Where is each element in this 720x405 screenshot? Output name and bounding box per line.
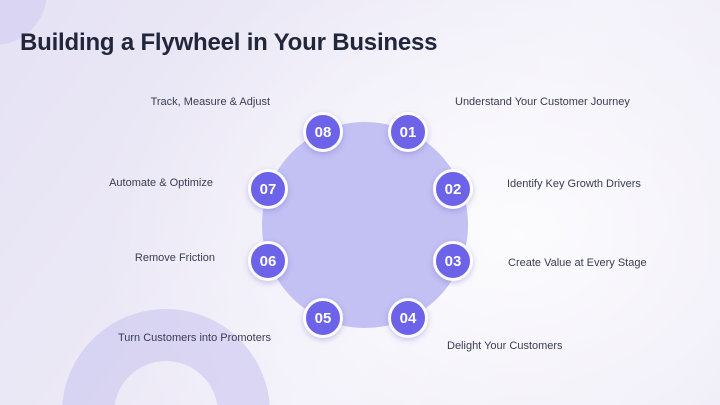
node-number: 01 bbox=[399, 123, 417, 141]
flywheel-node-07: 07 bbox=[248, 169, 288, 209]
flywheel-label-06: Remove Friction bbox=[134, 252, 215, 264]
node-number: 08 bbox=[314, 123, 332, 141]
flywheel-node-01: 01 bbox=[388, 112, 428, 152]
node-number: 02 bbox=[444, 180, 462, 198]
flywheel-label-04: Delight Your Customers bbox=[447, 340, 563, 352]
node-number: 06 bbox=[259, 252, 277, 270]
flywheel-node-02: 02 bbox=[433, 169, 473, 209]
flywheel-node-08: 08 bbox=[303, 112, 343, 152]
slide-title: Building a Flywheel in Your Business bbox=[20, 29, 438, 57]
node-number: 07 bbox=[259, 180, 277, 198]
flywheel-label-07: Automate & Optimize bbox=[109, 177, 213, 189]
node-number: 03 bbox=[444, 252, 462, 270]
flywheel-label-08: Track, Measure & Adjust bbox=[150, 96, 270, 108]
flywheel-node-04: 04 bbox=[388, 298, 428, 338]
ring-decor bbox=[62, 309, 270, 405]
flywheel-node-03: 03 bbox=[433, 241, 473, 281]
flywheel-node-06: 06 bbox=[248, 241, 288, 281]
flywheel-label-05: Turn Customers into Promoters bbox=[117, 332, 271, 344]
flywheel-label-01: Understand Your Customer Journey bbox=[455, 96, 630, 108]
flywheel-node-05: 05 bbox=[303, 298, 343, 338]
flywheel-label-02: Identify Key Growth Drivers bbox=[507, 178, 641, 190]
flywheel-circle bbox=[262, 122, 468, 328]
flywheel-label-03: Create Value at Every Stage bbox=[508, 257, 647, 269]
node-number: 05 bbox=[314, 309, 332, 327]
node-number: 04 bbox=[399, 309, 417, 327]
